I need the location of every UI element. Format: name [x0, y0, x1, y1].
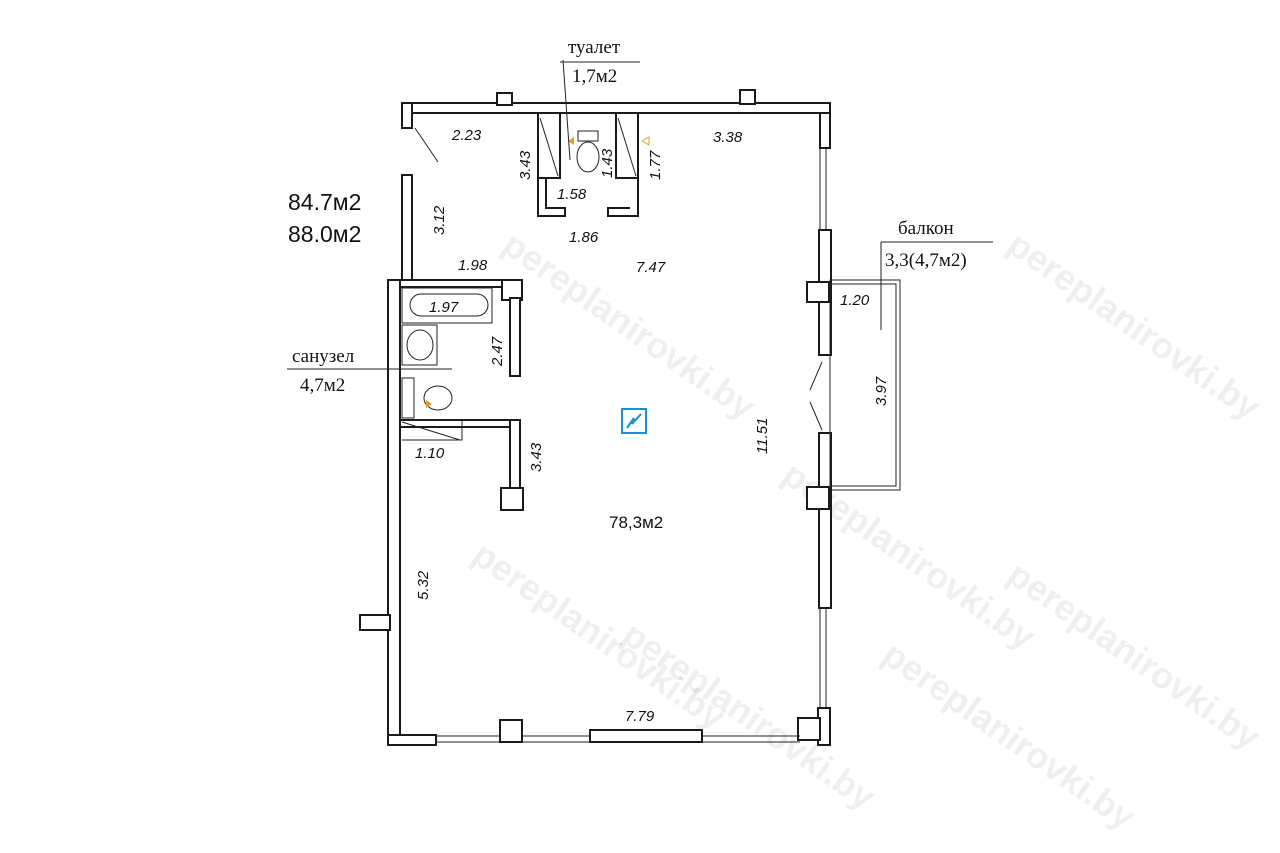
top-wall	[401, 102, 831, 114]
dimensions: 2.23 3.43 1.43 1.77 3.38 1.58 3.12 1.86 …	[415, 127, 890, 725]
dimension-label: 2.23	[451, 127, 482, 144]
dimension-label: 3.43	[517, 150, 534, 180]
dimension-label: 1.98	[458, 257, 488, 274]
column	[806, 486, 830, 510]
outer-walls	[359, 89, 832, 746]
dimension-label: 3.97	[873, 376, 890, 406]
toilet-wall	[537, 177, 566, 217]
sink	[401, 324, 438, 366]
bathroom-wall	[399, 279, 516, 288]
bottom-wall-segment	[589, 729, 703, 743]
dimension-label: 1.10	[415, 445, 445, 462]
left-wall-notch	[359, 614, 391, 631]
watermarks: pereplanirovki.by pereplanirovki.by pere…	[465, 223, 1268, 838]
balcony-area: 3,3(4,7м2)	[885, 250, 967, 271]
watermark: pereplanirovki.by	[615, 613, 883, 818]
fixture-marker-icon	[568, 137, 574, 145]
top-left-wall-end	[401, 102, 413, 129]
column	[806, 281, 830, 303]
toilet-bowl-icon	[576, 141, 600, 173]
balcony	[829, 241, 993, 491]
toilet-room	[537, 59, 650, 217]
dimension-label: 11.51	[754, 418, 771, 454]
main-room-area: 78,3м2	[609, 513, 663, 532]
fixture-marker-icon	[640, 136, 650, 146]
toilet-area: 1,7м2	[572, 66, 617, 87]
bathroom	[287, 279, 524, 511]
watermark: pereplanirovki.by	[465, 533, 733, 738]
bathtub	[401, 287, 493, 324]
left-wall	[387, 279, 401, 746]
bathtub-inner	[409, 293, 489, 317]
column	[797, 717, 821, 741]
toilet-bowl-icon	[423, 385, 453, 411]
door-swing	[414, 127, 439, 163]
electric-panel-icon	[621, 408, 647, 434]
dimension-label: 1.43	[599, 148, 616, 178]
sink-bowl-icon	[406, 329, 434, 361]
partition-wall	[509, 419, 521, 491]
dimension-label: 2.47	[489, 336, 506, 367]
bathroom-wall	[509, 297, 521, 377]
dimension-label: 1.77	[647, 150, 664, 180]
column	[499, 719, 523, 743]
wall-pilaster	[739, 89, 756, 105]
left-wall-upper	[401, 174, 413, 286]
watermark: pereplanirovki.by	[495, 223, 763, 428]
toilet-wall	[607, 177, 639, 217]
right-wall-segment	[818, 432, 832, 609]
dimension-label: 3.43	[528, 442, 545, 472]
watermark: pereplanirovki.by	[875, 633, 1143, 838]
dimension-label: 7.47	[636, 259, 666, 276]
wall-pilaster	[496, 92, 513, 106]
watermark: pereplanirovki.by	[1000, 553, 1268, 758]
bottom-wall-segment	[387, 734, 437, 746]
dimension-label: 3.12	[431, 205, 448, 235]
watermark: pereplanirovki.by	[1000, 223, 1268, 428]
dimension-label: 7.79	[625, 708, 655, 725]
fixture-marker-icon	[426, 400, 432, 408]
dimension-label: 1.97	[429, 299, 459, 316]
dimension-label: 3.38	[713, 129, 743, 146]
dimension-label: 1.58	[557, 186, 587, 203]
bathroom-label: санузел	[292, 346, 355, 367]
total-area-2: 88.0м2	[288, 221, 361, 247]
bathroom-area: 4,7м2	[300, 375, 345, 396]
toilet-label: туалет	[568, 37, 621, 58]
toilet-tank	[577, 130, 599, 142]
column	[500, 487, 524, 511]
total-area-1: 84.7м2	[288, 189, 361, 215]
right-wall-segment	[819, 112, 831, 149]
bathroom-wall	[399, 419, 519, 428]
dimension-label: 1.86	[569, 229, 599, 246]
dimension-label: 5.32	[415, 570, 432, 600]
dimension-label: 1.20	[840, 292, 870, 309]
balcony-label: балкон	[898, 218, 954, 239]
watermark: pereplanirovki.by	[775, 453, 1043, 658]
